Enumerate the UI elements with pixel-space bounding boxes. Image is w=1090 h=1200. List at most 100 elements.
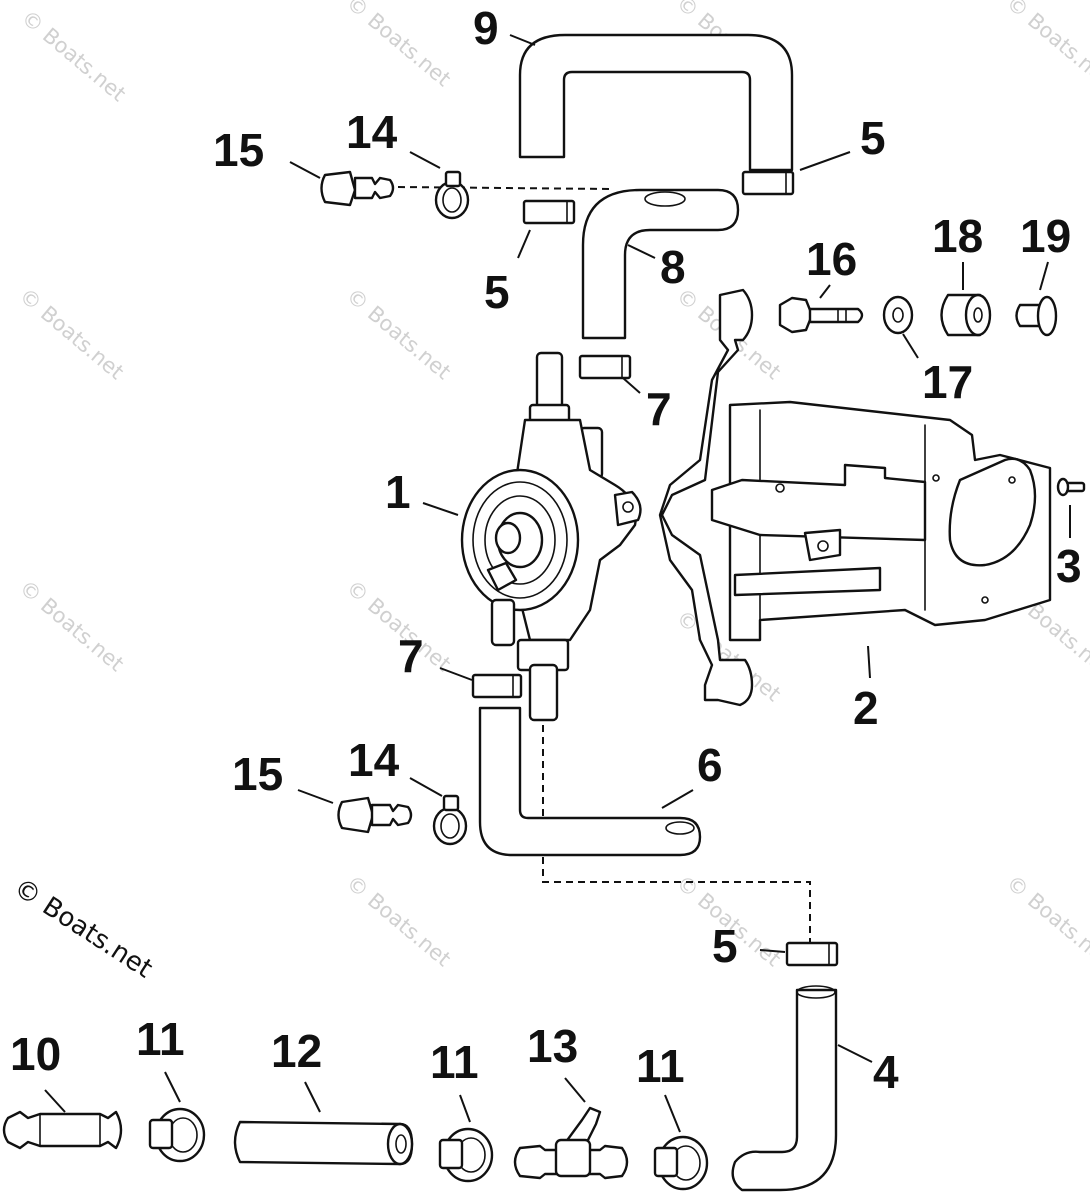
straight-hose-part-12 [233, 1120, 414, 1166]
grommet-face [964, 293, 992, 337]
pump-cover-ring [472, 481, 568, 599]
leader-line-9 [509, 34, 536, 46]
bolt-shank [808, 307, 864, 324]
callout-7: 7 [398, 630, 424, 682]
callout-13: 13 [527, 1020, 578, 1072]
leader-line-6 [661, 789, 694, 809]
bracket-hole [775, 483, 785, 493]
watermark: © Boats.net [342, 870, 456, 971]
callout-10: 10 [10, 1028, 61, 1080]
watermark: © Boats.net [1002, 870, 1090, 971]
leader-line-12 [304, 1081, 321, 1113]
leader-line-13 [564, 1077, 586, 1103]
screw-part-3 [1056, 477, 1086, 497]
bracket-hole [932, 474, 940, 482]
leader-line-11 [164, 1071, 181, 1103]
leader-line-2 [867, 645, 871, 679]
band-clamp-screw [438, 1138, 464, 1170]
callout-11: 11 [430, 1036, 479, 1088]
hose-opening [386, 1122, 414, 1166]
connector-body [2, 1110, 123, 1150]
watermark: © Boats.net [15, 575, 129, 676]
fitting-nut [337, 796, 375, 834]
fitting-nut [320, 170, 357, 207]
hose-clamp-part-7 [578, 354, 632, 380]
band-clamp-part-11 [148, 1107, 206, 1163]
hose-fitting-part-15 [320, 170, 395, 207]
leader-line-7 [622, 377, 641, 394]
bracket-tab [803, 528, 842, 562]
hose-clamp-part-5 [785, 941, 839, 967]
hose-fitting-part-15 [337, 796, 413, 834]
pump-lower-left-fitting [490, 598, 516, 647]
hose-bore [395, 1134, 407, 1154]
leader-line-14 [409, 151, 441, 169]
callout-5: 5 [860, 112, 886, 164]
callout-16: 16 [806, 233, 857, 285]
clamp-tab [444, 170, 462, 188]
assembly-line-lower [542, 725, 811, 955]
copyright-notice: © Boats.net [8, 873, 157, 985]
clamp-tab [442, 794, 460, 812]
pump-cover-boss [494, 521, 522, 555]
callout-4: 4 [873, 1046, 899, 1098]
leader-line-16 [819, 284, 831, 299]
callout-14: 14 [348, 734, 400, 786]
callout-12: 12 [271, 1025, 322, 1077]
callout-19: 19 [1020, 210, 1071, 262]
clamp-ring-inner [442, 187, 462, 213]
callout-5: 5 [712, 920, 738, 972]
callout-6: 6 [697, 739, 723, 791]
leader-line-11 [459, 1094, 471, 1123]
grommet-hole [973, 307, 983, 323]
fitting-barb [370, 803, 413, 827]
leader-line-8 [627, 244, 656, 259]
watermark: © Boats.net [15, 283, 129, 384]
callout-labels: 9 5 15 14 5 8 16 18 19 17 7 1 3 7 2 6 15… [10, 2, 1082, 1098]
callout-2: 2 [853, 682, 879, 734]
tee-fitting-part-13 [513, 1106, 629, 1180]
callout-5: 5 [484, 266, 510, 318]
fitting-barb [353, 176, 395, 200]
callout-15: 15 [213, 124, 264, 176]
pump-cover-ring [484, 495, 556, 585]
washer-hole [892, 307, 904, 323]
callout-7: 7 [646, 383, 672, 435]
callout-8: 8 [660, 241, 686, 293]
leader-line-5 [799, 151, 851, 171]
hose-end [644, 191, 686, 207]
leader-line-1 [422, 502, 459, 516]
u-hose-part-9 [518, 33, 794, 172]
hose-clamp-part-7 [471, 673, 523, 699]
bracket-part-2 [658, 288, 1052, 707]
bracket-hole [981, 596, 989, 604]
grommet-part-18 [940, 293, 992, 337]
l-hose-part-6 [478, 706, 702, 857]
elbow-hose-part-4 [731, 988, 838, 1192]
leader-line-19 [1039, 261, 1049, 291]
bracket-cutout [948, 457, 1037, 567]
tee-hub [554, 1138, 592, 1178]
pump-ear-hole [622, 501, 634, 513]
leader-lines [44, 34, 1071, 1133]
clamp-ring-inner [440, 813, 460, 839]
callout-9: 9 [473, 2, 499, 54]
pump-vent-fitting [486, 561, 518, 592]
fuel-pump-part-1 [460, 351, 642, 722]
leader-line-15 [297, 789, 334, 804]
leader-line-11 [664, 1094, 681, 1133]
leader-line-5 [759, 949, 786, 953]
bolt-part-16 [778, 296, 864, 334]
bolt-head [778, 296, 814, 334]
hose-clamp-part-5 [741, 170, 795, 196]
hose-end [665, 821, 695, 835]
band-clamp-screw [653, 1146, 679, 1178]
leader-line-10 [44, 1089, 66, 1113]
callout-11: 11 [136, 1013, 185, 1065]
watermark: © Boats.net [342, 0, 456, 91]
watermark: © Boats.net [1002, 0, 1090, 91]
watermark: © Boats.net [17, 5, 131, 106]
spring-clamp-part-14 [432, 794, 468, 846]
bracket-hole [817, 540, 829, 552]
